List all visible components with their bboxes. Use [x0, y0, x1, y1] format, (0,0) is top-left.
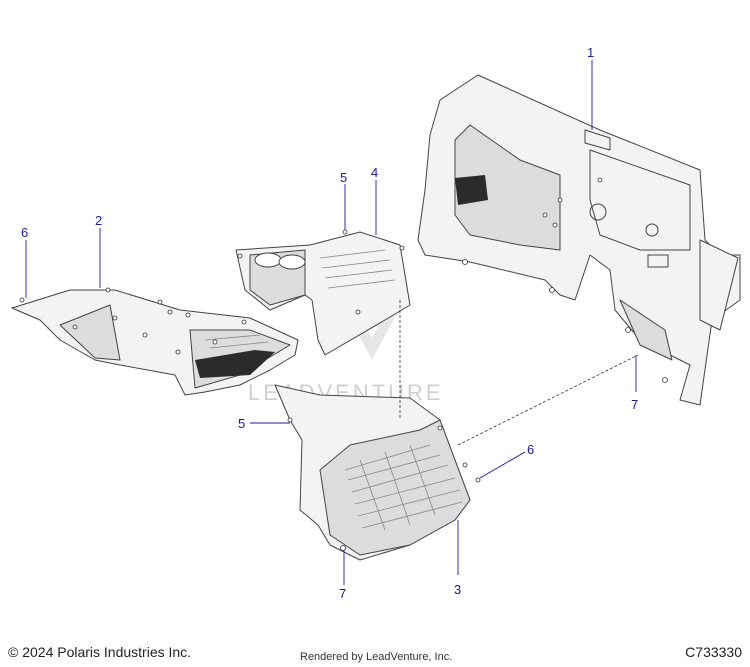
- leader-line-6b: [479, 451, 526, 479]
- callout-1[interactable]: 1: [587, 45, 594, 60]
- part-3-front-floor[interactable]: [274, 384, 481, 561]
- callout-7a[interactable]: 7: [339, 586, 346, 601]
- part-1-rear-panel[interactable]: [417, 74, 741, 406]
- callout-2[interactable]: 2: [95, 213, 102, 228]
- callout-5a[interactable]: 5: [340, 170, 347, 185]
- callout-6a[interactable]: 6: [21, 225, 28, 240]
- part-4-center-console[interactable]: [235, 229, 411, 356]
- part-2-left-floor[interactable]: [11, 287, 299, 396]
- assembly-line-panel: [457, 354, 639, 446]
- copyright-text: © 2024 Polaris Industries Inc.: [8, 644, 192, 660]
- rendered-by-text: Rendered by LeadVenture, Inc.: [300, 651, 453, 663]
- callout-7b[interactable]: 7: [631, 397, 638, 412]
- callout-6b[interactable]: 6: [527, 442, 534, 457]
- diagram-id-text: C733330: [685, 644, 742, 660]
- callout-4[interactable]: 4: [371, 165, 378, 180]
- callout-3[interactable]: 3: [454, 582, 461, 597]
- callout-5b[interactable]: 5: [238, 416, 245, 431]
